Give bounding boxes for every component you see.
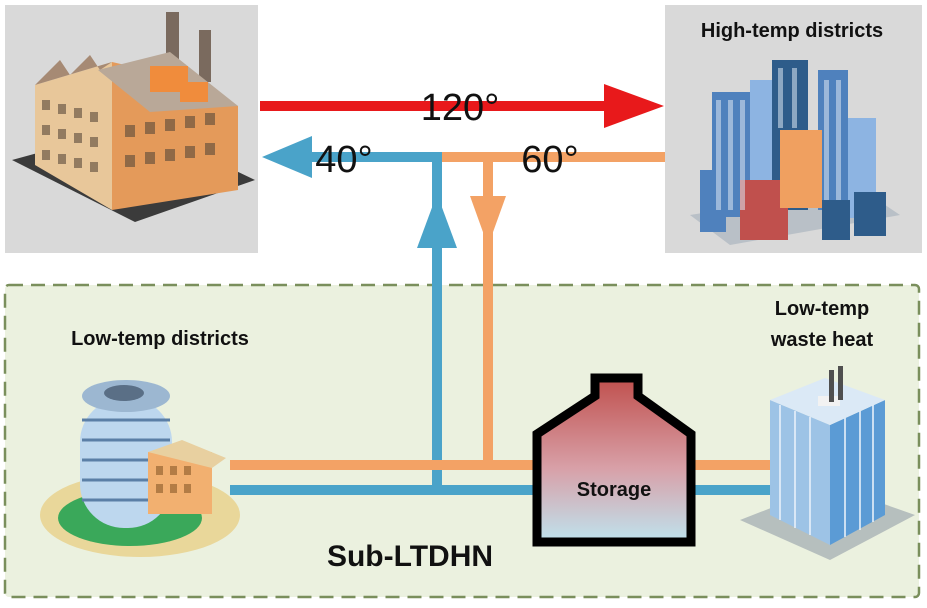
network-name-label: Sub-LTDHN <box>327 540 493 573</box>
city-buildings-icon <box>690 60 900 245</box>
warm-down-arrow-head <box>470 196 506 246</box>
storage-label: Storage <box>577 479 651 501</box>
cool-riser-arrow-head <box>417 194 457 248</box>
supply-temperature-label: 120° <box>421 87 500 129</box>
factory-icon <box>12 12 255 222</box>
storage-tank <box>532 373 696 547</box>
low-temp-districts-label: Low-temp districts <box>71 328 249 350</box>
waste-heat-label-line1: Low-temp <box>775 298 869 320</box>
office-building-icon <box>40 380 240 557</box>
waste-heat-label-line2: waste heat <box>770 329 874 351</box>
supply-arrow-head <box>604 84 664 128</box>
high-temp-districts-label: High-temp districts <box>701 20 883 42</box>
return-main-arrow-head <box>262 136 312 178</box>
glass-tower-icon <box>740 366 915 560</box>
return-high-temperature-label: 60° <box>521 139 578 181</box>
return-main-temperature-label: 40° <box>315 139 372 181</box>
